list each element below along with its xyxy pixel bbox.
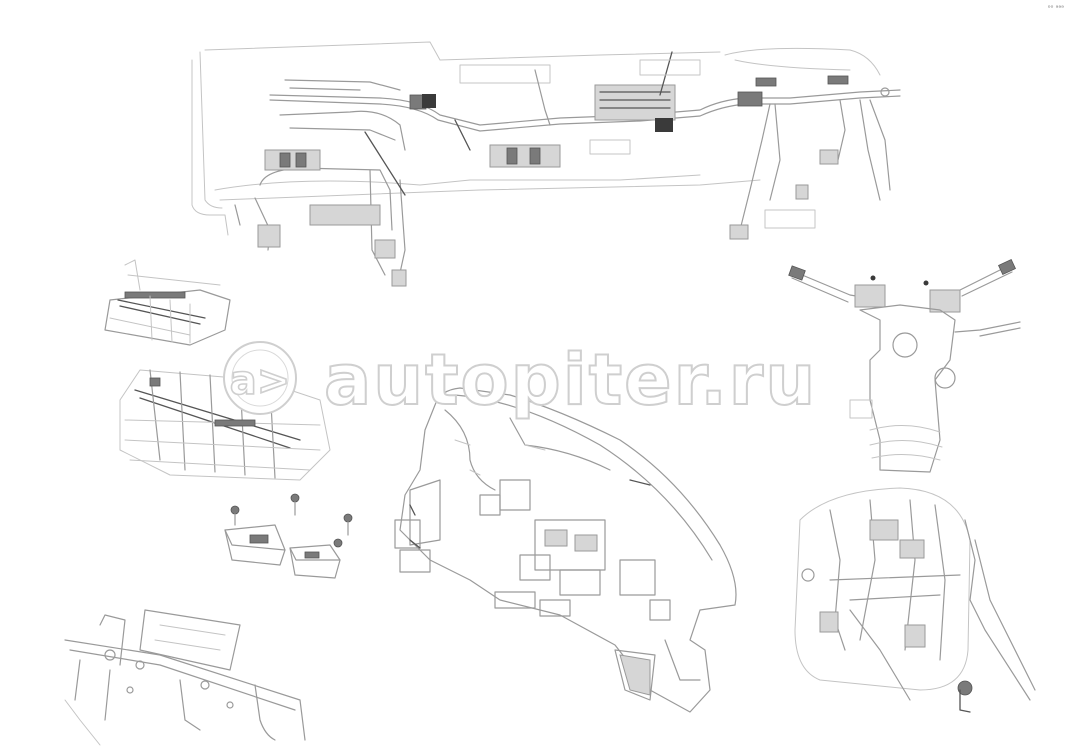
watermark-logo-icon: a>	[223, 341, 297, 415]
control-modules[interactable]	[224, 493, 353, 579]
watermark-text: autopiter.ru	[324, 339, 817, 421]
instrument-panel[interactable]	[394, 387, 737, 713]
cross-car-beam[interactable]	[64, 609, 306, 746]
fuse-relay-block[interactable]	[104, 259, 231, 346]
watermark-logo-glyph: a>	[230, 358, 291, 404]
steering-column-wiring[interactable]	[794, 487, 1036, 713]
corner-mark: ᵒᵒ ᵃᵃᵃ	[1047, 4, 1064, 12]
connector-panel[interactable]	[119, 369, 331, 481]
combination-switch[interactable]	[788, 258, 1021, 473]
watermark: a> autopiter.ru	[223, 338, 817, 422]
main-wiring-harness[interactable]	[191, 41, 901, 287]
